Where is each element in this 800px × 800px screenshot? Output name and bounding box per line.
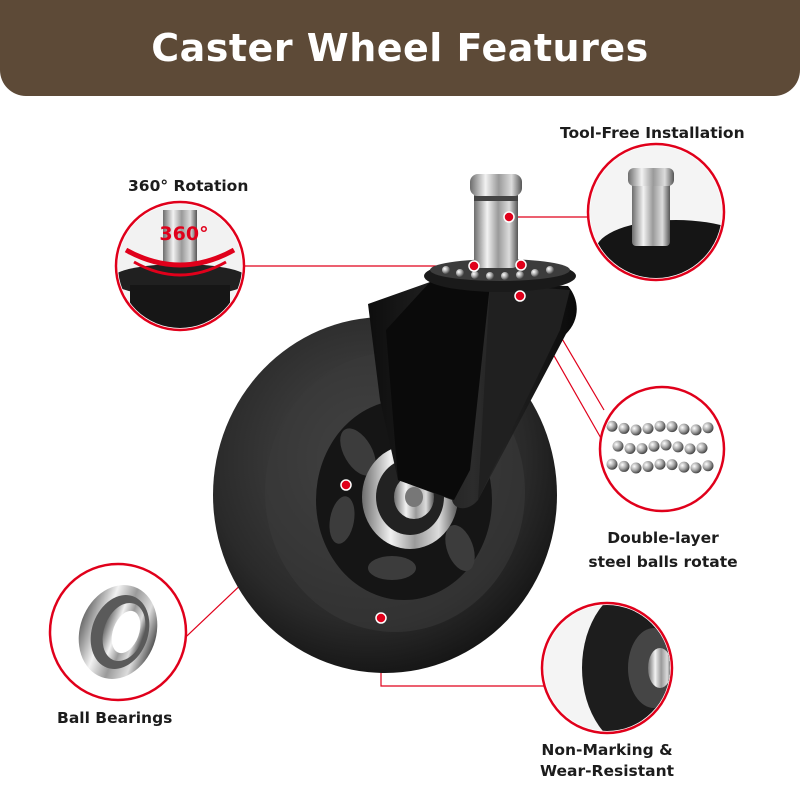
label-non-marking-line2: Wear-Resistant [539,762,675,780]
label-non-marking-line1: Non-Marking & [541,741,673,759]
steel-ball [642,461,654,473]
label-non-marking: Non-Marking & Wear-Resistant [522,740,692,782]
steel-ball [666,459,678,471]
steel-ball [678,461,690,473]
steel-ball [648,440,660,452]
label-bearings: Ball Bearings [57,709,173,727]
steel-ball [606,458,618,470]
label-steel-balls: Double-layer steel balls rotate [588,526,738,574]
steel-ball [678,423,690,435]
steel-ball [666,421,678,433]
steel-ball [654,420,666,432]
steel-balls-image [598,385,726,513]
steel-ball [672,441,684,453]
steel-ball [624,443,636,455]
steel-ball [702,422,714,434]
steel-ball [696,442,708,454]
rotation-badge: 360° [159,223,208,245]
steel-ball [606,420,618,432]
bearing-image [48,562,188,702]
steel-ball [630,462,642,474]
page-title: Caster Wheel Features [151,26,649,70]
caster-wheel-image [213,174,577,673]
steel-ball [690,462,702,474]
header-banner: Caster Wheel Features [0,0,800,96]
stem-closeup-image [586,142,726,282]
label-steel-balls-line1: Double-layer [607,529,719,547]
steel-ball [618,460,630,472]
steel-ball [612,440,624,452]
rotation-closeup-image: 360° [114,200,246,332]
steel-ball [690,424,702,436]
label-steel-balls-line2: steel balls rotate [588,553,738,571]
tread-closeup-image [540,601,674,735]
steel-ball [630,424,642,436]
steel-ball [618,422,630,434]
steel-ball [654,458,666,470]
label-rotation: 360° Rotation [128,177,249,195]
steel-ball [642,423,654,435]
steel-ball [702,460,714,472]
steel-ball [684,443,696,455]
label-tool-free: Tool-Free Installation [560,124,745,142]
steel-ball [636,443,648,455]
steel-ball [660,439,672,451]
